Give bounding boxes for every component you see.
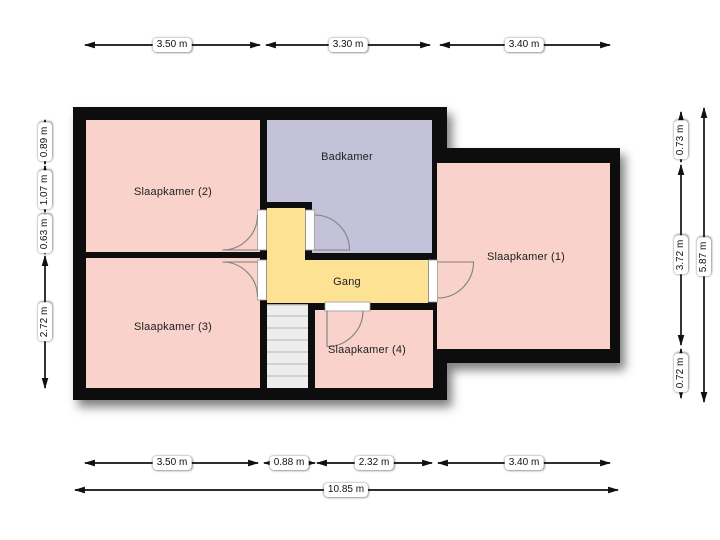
room-label-badkamer: Badkamer — [321, 151, 373, 163]
stair-treads — [267, 304, 308, 377]
dim-label-right-1: 0.73 m — [674, 120, 688, 160]
dim-label-right-total: 5.87 m — [697, 237, 711, 277]
door-opening-slaapkamer-4 — [324, 301, 371, 312]
door-swing-slaapkamer-3 — [222, 261, 259, 298]
room-label-gang: Gang — [333, 276, 361, 288]
door-opening-badkamer — [305, 209, 315, 251]
room-slaapkamer-2-floor — [86, 120, 260, 252]
room-label-slaapkamer-3: Slaapkamer (3) — [134, 321, 212, 333]
dim-label-bottom-2: 0.88 m — [269, 456, 309, 470]
room-slaapkamer-3-floor — [86, 258, 260, 388]
room-gang-floor-vertical — [267, 208, 305, 303]
door-opening-slaapkamer-3 — [257, 259, 267, 301]
building — [73, 107, 620, 400]
dim-label-right-3: 0.72 m — [674, 353, 688, 393]
dim-label-bottom-4: 3.40 m — [504, 456, 544, 470]
wall-badkamer-bottom — [305, 253, 432, 260]
room-label-slaapkamer-1: Slaapkamer (1) — [487, 251, 565, 263]
dim-label-top-1: 3.50 m — [152, 38, 192, 52]
door-opening-slaapkamer-2 — [257, 209, 267, 251]
door-swing-slaapkamer-2 — [222, 214, 259, 251]
stairs — [267, 304, 308, 388]
door-swing-badkamer — [314, 214, 351, 251]
room-slaapkamer-4-floor — [315, 310, 433, 388]
door-swing-slaapkamer-1 — [437, 261, 475, 299]
dim-label-bottom-1: 3.50 m — [152, 456, 192, 470]
dim-label-left-3: 0.63 m — [38, 214, 52, 254]
dim-label-right-2: 3.72 m — [674, 235, 688, 275]
room-slaapkamer-1-floor — [437, 163, 610, 349]
door-swing-slaapkamer-4 — [326, 310, 364, 348]
dim-label-left-4: 2.72 m — [38, 302, 52, 342]
dim-label-top-3: 3.40 m — [504, 38, 544, 52]
dim-label-left-1: 0.89 m — [38, 122, 52, 162]
wall-gang-top — [260, 202, 312, 208]
dim-label-bottom-total: 10.85 m — [323, 483, 369, 497]
door-opening-slaapkamer-1 — [428, 259, 438, 303]
room-gang-floor-horizontal — [305, 260, 428, 303]
dim-label-top-2: 3.30 m — [328, 38, 368, 52]
room-label-slaapkamer-4: Slaapkamer (4) — [328, 344, 406, 356]
room-label-slaapkamer-2: Slaapkamer (2) — [134, 186, 212, 198]
dim-label-left-2: 1.07 m — [38, 170, 52, 210]
dim-label-bottom-3: 2.32 m — [354, 456, 394, 470]
